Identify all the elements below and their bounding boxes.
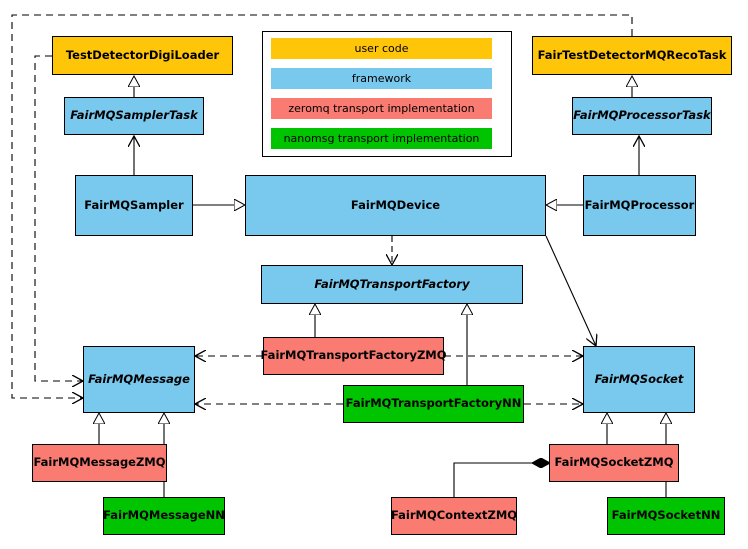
- class-node-FairMQContextZMQ[interactable]: FairMQContextZMQ: [391, 497, 517, 535]
- class-node-FairMQSocketNN[interactable]: FairMQSocketNN: [607, 497, 725, 535]
- legend-item-nanomsg: nanomsg transport implementation: [271, 128, 492, 149]
- class-node-FairMQMessageNN[interactable]: FairMQMessageNN: [103, 497, 225, 535]
- class-node-FairMQMessageZMQ[interactable]: FairMQMessageZMQ: [32, 444, 167, 482]
- class-node-FairMQMessage[interactable]: FairMQMessage: [83, 346, 195, 413]
- edge-device-socket: [545, 235, 596, 346]
- class-node-FairMQTransportFactory[interactable]: FairMQTransportFactory: [261, 265, 523, 304]
- class-node-FairMQSampler[interactable]: FairMQSampler: [75, 175, 193, 236]
- class-node-FairTestDetectorMQRecoTask[interactable]: FairTestDetectorMQRecoTask: [532, 36, 732, 75]
- legend-item-user_code: user code: [271, 38, 492, 59]
- class-node-FairMQDevice[interactable]: FairMQDevice: [245, 175, 546, 236]
- class-node-TestDetectorDigiLoader[interactable]: TestDetectorDigiLoader: [52, 36, 233, 75]
- class-node-FairMQTransportFactoryNN[interactable]: FairMQTransportFactoryNN: [343, 385, 524, 423]
- class-node-FairMQSocketZMQ[interactable]: FairMQSocketZMQ: [549, 444, 679, 482]
- class-node-FairMQProcessor[interactable]: FairMQProcessor: [583, 175, 696, 236]
- class-node-FairMQSocket[interactable]: FairMQSocket: [583, 346, 695, 413]
- legend-item-zeromq: zeromq transport implementation: [271, 98, 492, 119]
- class-node-FairMQProcessorTask[interactable]: FairMQProcessorTask: [572, 97, 712, 135]
- legend-item-framework: framework: [271, 68, 492, 89]
- class-node-FairMQTransportFactoryZMQ[interactable]: FairMQTransportFactoryZMQ: [261, 337, 447, 375]
- class-node-FairMQSamplerTask[interactable]: FairMQSamplerTask: [64, 97, 204, 135]
